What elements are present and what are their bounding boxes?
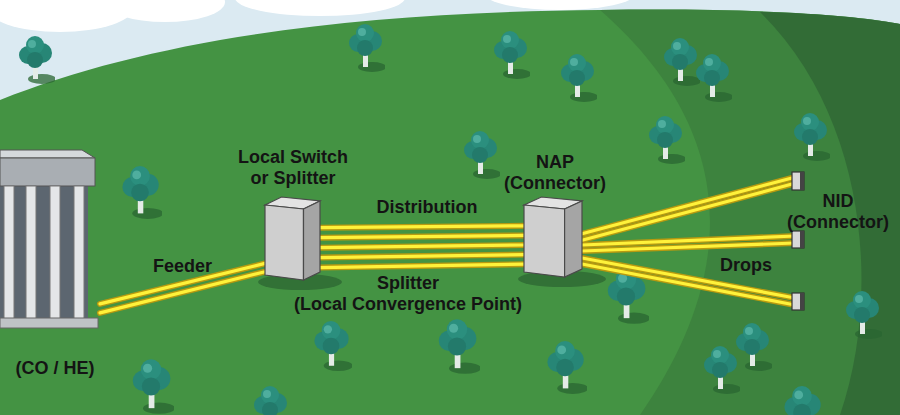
drop-cable (582, 236, 795, 251)
cabinet-side (565, 201, 582, 277)
tree (846, 291, 883, 339)
hill-shade (760, 12, 900, 415)
cabinet-shape (265, 197, 320, 280)
connector-tip (800, 231, 804, 248)
node-label: NID (Connector) (778, 191, 898, 233)
building-roof (0, 158, 95, 186)
building-facade (0, 186, 88, 320)
building-roof-top (0, 150, 95, 158)
node-label: (CO / HE) (0, 358, 110, 379)
text-group: NAP (Connector) (495, 152, 615, 194)
text-group: NID (Connector) (778, 191, 898, 233)
cable-outline (320, 255, 524, 258)
diagram-label: Drops (720, 255, 772, 275)
cabinet-side (304, 201, 321, 280)
cable-outline (320, 235, 524, 237)
cloud (235, 0, 405, 16)
tree (649, 116, 686, 164)
tree (439, 319, 481, 374)
cabinet-shape (524, 197, 582, 277)
tree (736, 323, 773, 371)
cable-outline (100, 272, 265, 313)
cable-label: Distribution (377, 197, 478, 218)
label-wrap: Drops (720, 255, 790, 276)
tree (19, 36, 56, 84)
cloud (105, 0, 225, 22)
building-column (50, 186, 60, 320)
building-column (26, 186, 36, 320)
tree (664, 38, 701, 86)
fiber-line (320, 226, 524, 228)
cabinet-front (524, 205, 565, 277)
building-column (4, 186, 14, 320)
cable-label: Feeder (153, 255, 212, 276)
tree (314, 321, 352, 371)
text-group: (CO / HE) (0, 358, 110, 379)
cable-outline (320, 226, 524, 228)
cable-outline (582, 178, 792, 234)
fiber-line (320, 264, 524, 267)
nid-connector (792, 231, 804, 248)
tree (464, 131, 501, 179)
building-column (74, 186, 84, 320)
hill (0, 10, 900, 415)
fiber-cable (582, 178, 792, 240)
fiber-line (320, 245, 524, 248)
fiber-line (582, 178, 792, 234)
fiber-line (320, 255, 524, 258)
tree (254, 386, 291, 415)
tree (696, 54, 733, 102)
nap-cabinet: NAP (Connector) (524, 197, 582, 277)
node-label: NAP (Connector) (495, 152, 615, 194)
fiber-line (582, 184, 792, 240)
diagram-label: Splitter (Local Convergence Point) (294, 273, 522, 314)
nid-connector: NID (Connector) (792, 172, 804, 190)
cable-outline (582, 184, 792, 240)
nid-shape (792, 172, 804, 190)
fiber-cable (320, 226, 524, 268)
nid-body (792, 172, 804, 190)
tree (794, 113, 831, 161)
central-office: (CO / HE) (0, 150, 100, 330)
cabinet-front (265, 205, 304, 280)
connector-tip (800, 293, 804, 310)
connector-tip (800, 172, 804, 190)
cloud (485, 0, 635, 10)
line-spacer (283, 273, 355, 283)
fiber-line (320, 235, 524, 237)
node-label: Local Switch or Splitter (233, 147, 353, 189)
tree (704, 346, 741, 394)
cable-outline (320, 264, 524, 267)
cable-outline (582, 243, 795, 251)
splitter-cabinet: Local Switch or Splitter (265, 197, 320, 280)
fiber-line (582, 243, 795, 251)
line-spacer (461, 273, 533, 283)
tree (349, 24, 386, 72)
tree (122, 166, 163, 219)
tree (561, 54, 598, 102)
tree (494, 31, 531, 79)
cable-outline (320, 245, 524, 248)
tree (133, 359, 175, 414)
text-group: Local Switch or Splitter (233, 147, 353, 189)
tree (547, 341, 588, 394)
building-base (0, 318, 98, 328)
nid-connector (792, 293, 804, 310)
building-shape (0, 150, 100, 330)
fiber-line (100, 272, 265, 313)
tree (784, 386, 825, 415)
label-wrap: Splitter (Local Convergence Point) (283, 273, 533, 315)
hill-shade (600, 10, 900, 415)
